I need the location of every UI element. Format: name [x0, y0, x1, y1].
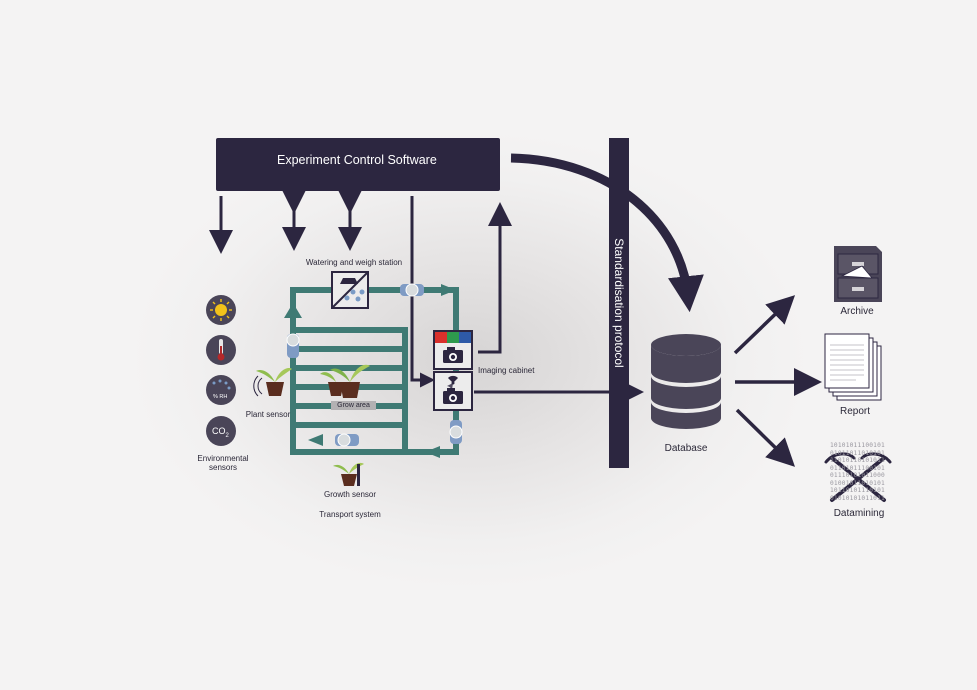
watering-station-icon [331, 271, 369, 309]
grow-area-label: Grow area [331, 401, 376, 410]
database-icon [651, 334, 721, 429]
report-label: Report [839, 406, 871, 417]
database-label: Database [664, 443, 708, 454]
standardisation-protocol-label: Standardisation protocol [612, 238, 626, 368]
co2-label: CO2 [212, 426, 229, 439]
transport-track [290, 287, 459, 455]
report-icon [824, 333, 882, 401]
thermometer-icon [206, 335, 236, 365]
imaging-cabinet-label: Imaging cabinet [478, 366, 535, 375]
arrow-imaging-up [478, 202, 512, 354]
camera-icon [443, 347, 463, 363]
track-direction-arrows [284, 284, 456, 458]
archive-label: Archive [840, 306, 874, 317]
sun-icon [206, 295, 236, 325]
plant-sensor-icon [253, 368, 292, 397]
track-nodes [286, 283, 463, 447]
arrow-software-to-db [510, 153, 704, 313]
archive-icon [834, 246, 882, 302]
arrow-to-datamining [735, 408, 795, 467]
control-arrows [209, 153, 822, 467]
transport-system-label: Transport system [319, 510, 381, 519]
growth-sensor-icon [333, 462, 364, 486]
growth-sensor-label: Growth sensor [323, 490, 377, 499]
watering-station-label: Watering and weigh station [305, 258, 403, 267]
arrow-to-imaging [410, 196, 435, 388]
binary-data-text: 10101011100101 01011011010101 1101011010… [830, 442, 885, 502]
camera-icon [443, 388, 463, 404]
imaging-cabinet [433, 330, 473, 411]
co2-icon [206, 416, 236, 446]
standardisation-protocol-bar [609, 138, 629, 468]
plant-sensor-label: Plant sensor [245, 410, 291, 419]
software-title: Experiment Control Software [277, 153, 437, 167]
plant-icon [320, 364, 370, 398]
arrow-to-archive [733, 295, 796, 355]
datamining-icon [824, 452, 892, 502]
experiment-control-software-box: Experiment Control Software [216, 138, 500, 191]
datamining-label: Datamining [833, 508, 885, 519]
humidity-label: % RH [213, 394, 228, 400]
humidity-icon [206, 375, 236, 405]
